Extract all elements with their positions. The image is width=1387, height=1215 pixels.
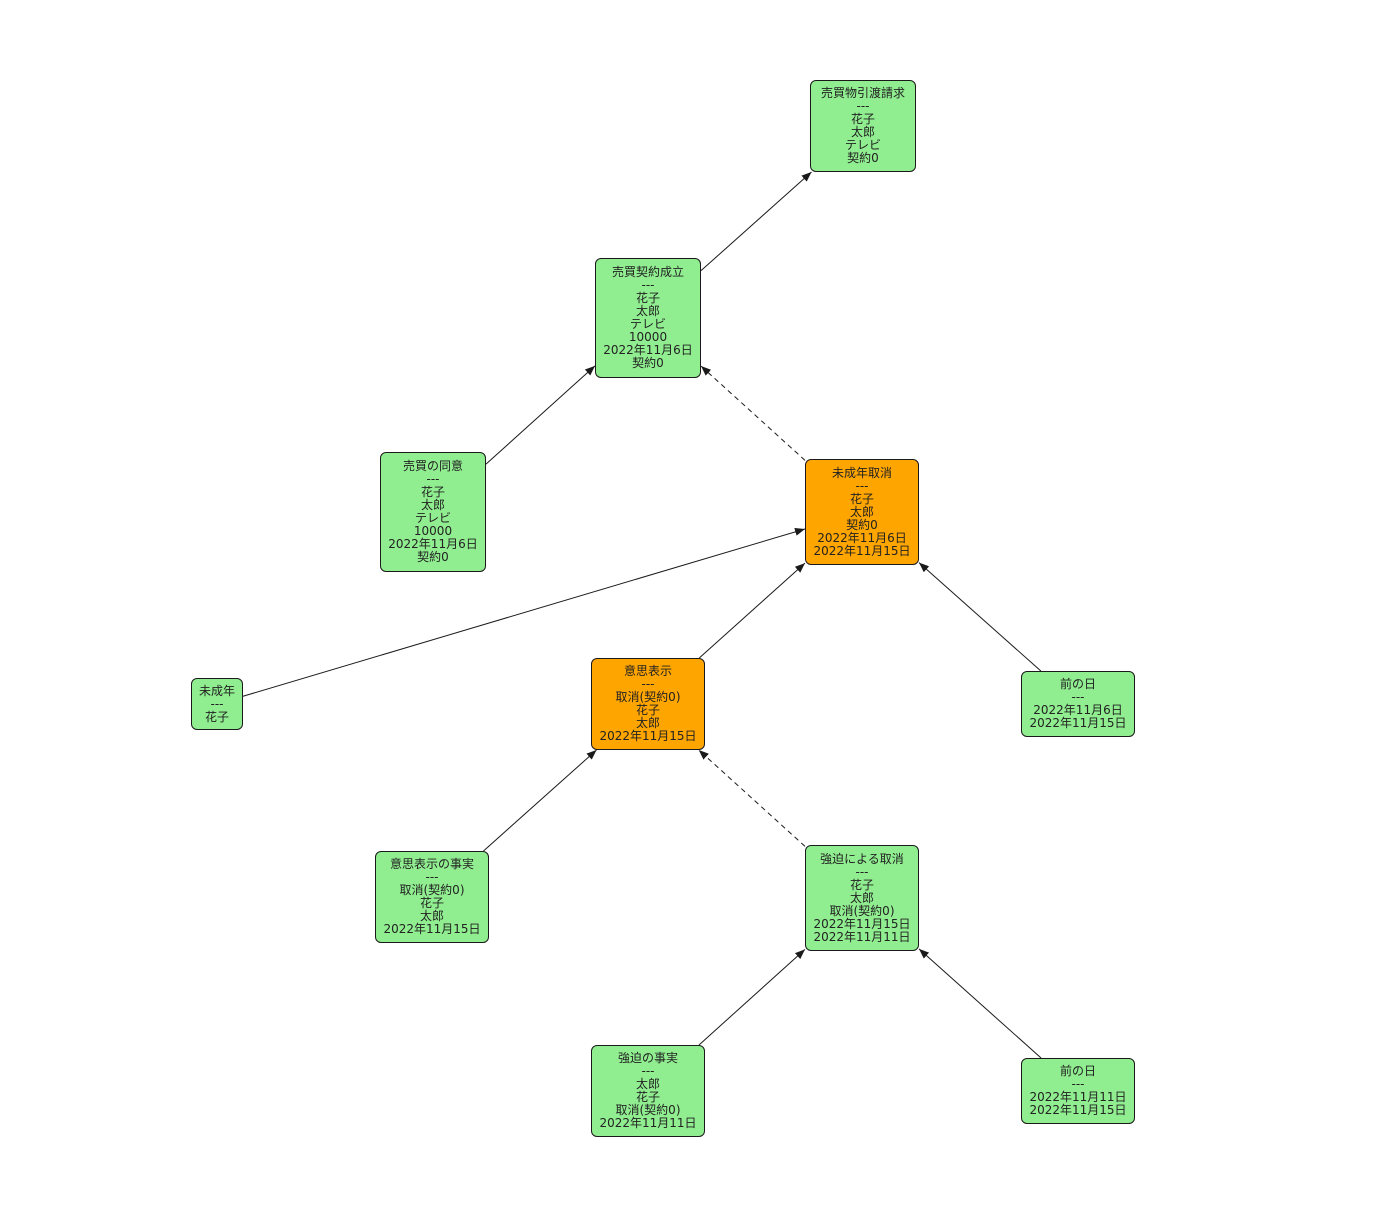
- node-text-line: 2022年11月15日: [1029, 1103, 1127, 1117]
- node-text-line: 2022年11月11日: [813, 929, 911, 944]
- edge-layer: [242, 171, 1042, 1059]
- node-text-line: 取消(契約0): [615, 1103, 681, 1117]
- node-text-line: 2022年11月15日: [813, 916, 911, 931]
- node-text-line: 取消(契約0): [829, 903, 895, 918]
- edge-declaration-of-intent-to-minor-rescission: [698, 562, 806, 659]
- node-text-line: 契約0: [846, 517, 878, 532]
- node-text-line: 強迫の事実: [617, 1051, 678, 1065]
- node-text-line: 前の日: [1059, 1064, 1096, 1078]
- node-text-line: 前の日: [1059, 677, 1096, 691]
- node-text-line: 太郎: [635, 716, 660, 730]
- node-text-line: 花子: [420, 485, 445, 499]
- node-text-line: 契約0: [632, 356, 664, 370]
- node-text-line: ---: [210, 696, 224, 711]
- node-text-line: 意思表示: [623, 664, 672, 678]
- node-text-line: 10000: [413, 524, 453, 538]
- node-text-line: ---: [641, 278, 655, 292]
- node-text-line: 未成年取消: [831, 465, 892, 480]
- node-text-line: 2022年11月6日: [817, 530, 907, 545]
- node-text-line: ---: [426, 472, 440, 486]
- node-text-line: 契約0: [847, 151, 879, 165]
- node-text-line: 2022年11月6日: [388, 537, 478, 551]
- node-text-line: ---: [856, 99, 870, 113]
- edge-declaration-fact-to-declaration-of-intent: [483, 749, 597, 852]
- node-text-line: テレビ: [414, 511, 451, 525]
- node-text-line: 2022年11月15日: [599, 729, 697, 743]
- edge-minor-to-minor-rescission: [242, 527, 806, 697]
- node-text-line: ---: [855, 864, 869, 879]
- node-text-line: 2022年11月15日: [383, 922, 481, 936]
- node-text-line: 意思表示の事実: [389, 857, 474, 871]
- node-text-line: ---: [855, 478, 869, 493]
- node-minor: 未成年---花子: [191, 678, 243, 730]
- node-text-line: 太郎: [849, 890, 874, 905]
- node-duress-fact: 強迫の事実---太郎花子取消(契約0)2022年11月11日: [591, 1045, 705, 1137]
- node-text-line: 未成年: [198, 683, 235, 698]
- node-sale-delivery-claim: 売買物引渡請求---花子太郎テレビ契約0: [810, 80, 916, 172]
- node-text-line: 2022年11月11日: [599, 1116, 697, 1130]
- node-text-line: 花子: [850, 112, 875, 126]
- node-text-line: 取消(契約0): [399, 883, 465, 897]
- node-text-line: 10000: [628, 330, 668, 344]
- node-text-line: 太郎: [420, 498, 445, 512]
- node-text-line: 花子: [635, 703, 660, 717]
- node-text-line: 2022年11月15日: [1029, 716, 1127, 730]
- node-text-line: 太郎: [635, 304, 660, 318]
- node-text-line: 2022年11月11日: [1029, 1090, 1127, 1104]
- node-text-line: 花子: [849, 877, 874, 892]
- node-text-line: 花子: [635, 291, 660, 305]
- node-text-line: 花子: [204, 709, 229, 724]
- node-text-line: 花子: [849, 491, 874, 506]
- node-text-line: 売買契約成立: [611, 265, 684, 279]
- edge-duress-fact-to-duress-rescission: [698, 949, 806, 1046]
- node-text-line: テレビ: [629, 317, 666, 331]
- node-text-line: 花子: [635, 1090, 660, 1104]
- edge-duress-rescission-to-declaration-of-intent: [698, 749, 806, 847]
- node-text-line: 花子: [419, 896, 444, 910]
- edge-sale-contract-formed-to-sale-delivery-claim: [700, 171, 812, 272]
- node-text-line: 売買物引渡請求: [820, 86, 905, 100]
- edge-minor-rescission-to-sale-contract-formed: [700, 365, 806, 461]
- node-text-line: ---: [425, 870, 439, 884]
- node-text-line: 太郎: [419, 909, 444, 923]
- node-text-line: ---: [641, 1064, 655, 1078]
- node-text-line: 2022年11月6日: [603, 343, 693, 357]
- node-text-line: 太郎: [635, 1077, 660, 1091]
- node-text-line: 2022年11月6日: [1033, 703, 1123, 717]
- node-text-line: ---: [1071, 690, 1085, 704]
- node-text-line: ---: [641, 677, 655, 691]
- node-text-line: 2022年11月15日: [813, 543, 911, 558]
- node-text-line: 売買の同意: [402, 459, 463, 473]
- node-text-line: 太郎: [849, 504, 874, 519]
- node-text-line: 取消(契約0): [615, 690, 681, 704]
- edge-before-date-1-to-minor-rescission: [918, 562, 1042, 672]
- node-text-line: ---: [1071, 1077, 1085, 1091]
- node-text-line: 契約0: [417, 550, 449, 564]
- edge-sale-agreement-to-sale-contract-formed: [485, 365, 596, 465]
- node-text-line: 太郎: [850, 125, 875, 139]
- node-text-line: テレビ: [844, 138, 881, 152]
- node-text-line: 強迫による取消: [820, 851, 904, 866]
- edge-before-date-2-to-duress-rescission: [918, 948, 1042, 1059]
